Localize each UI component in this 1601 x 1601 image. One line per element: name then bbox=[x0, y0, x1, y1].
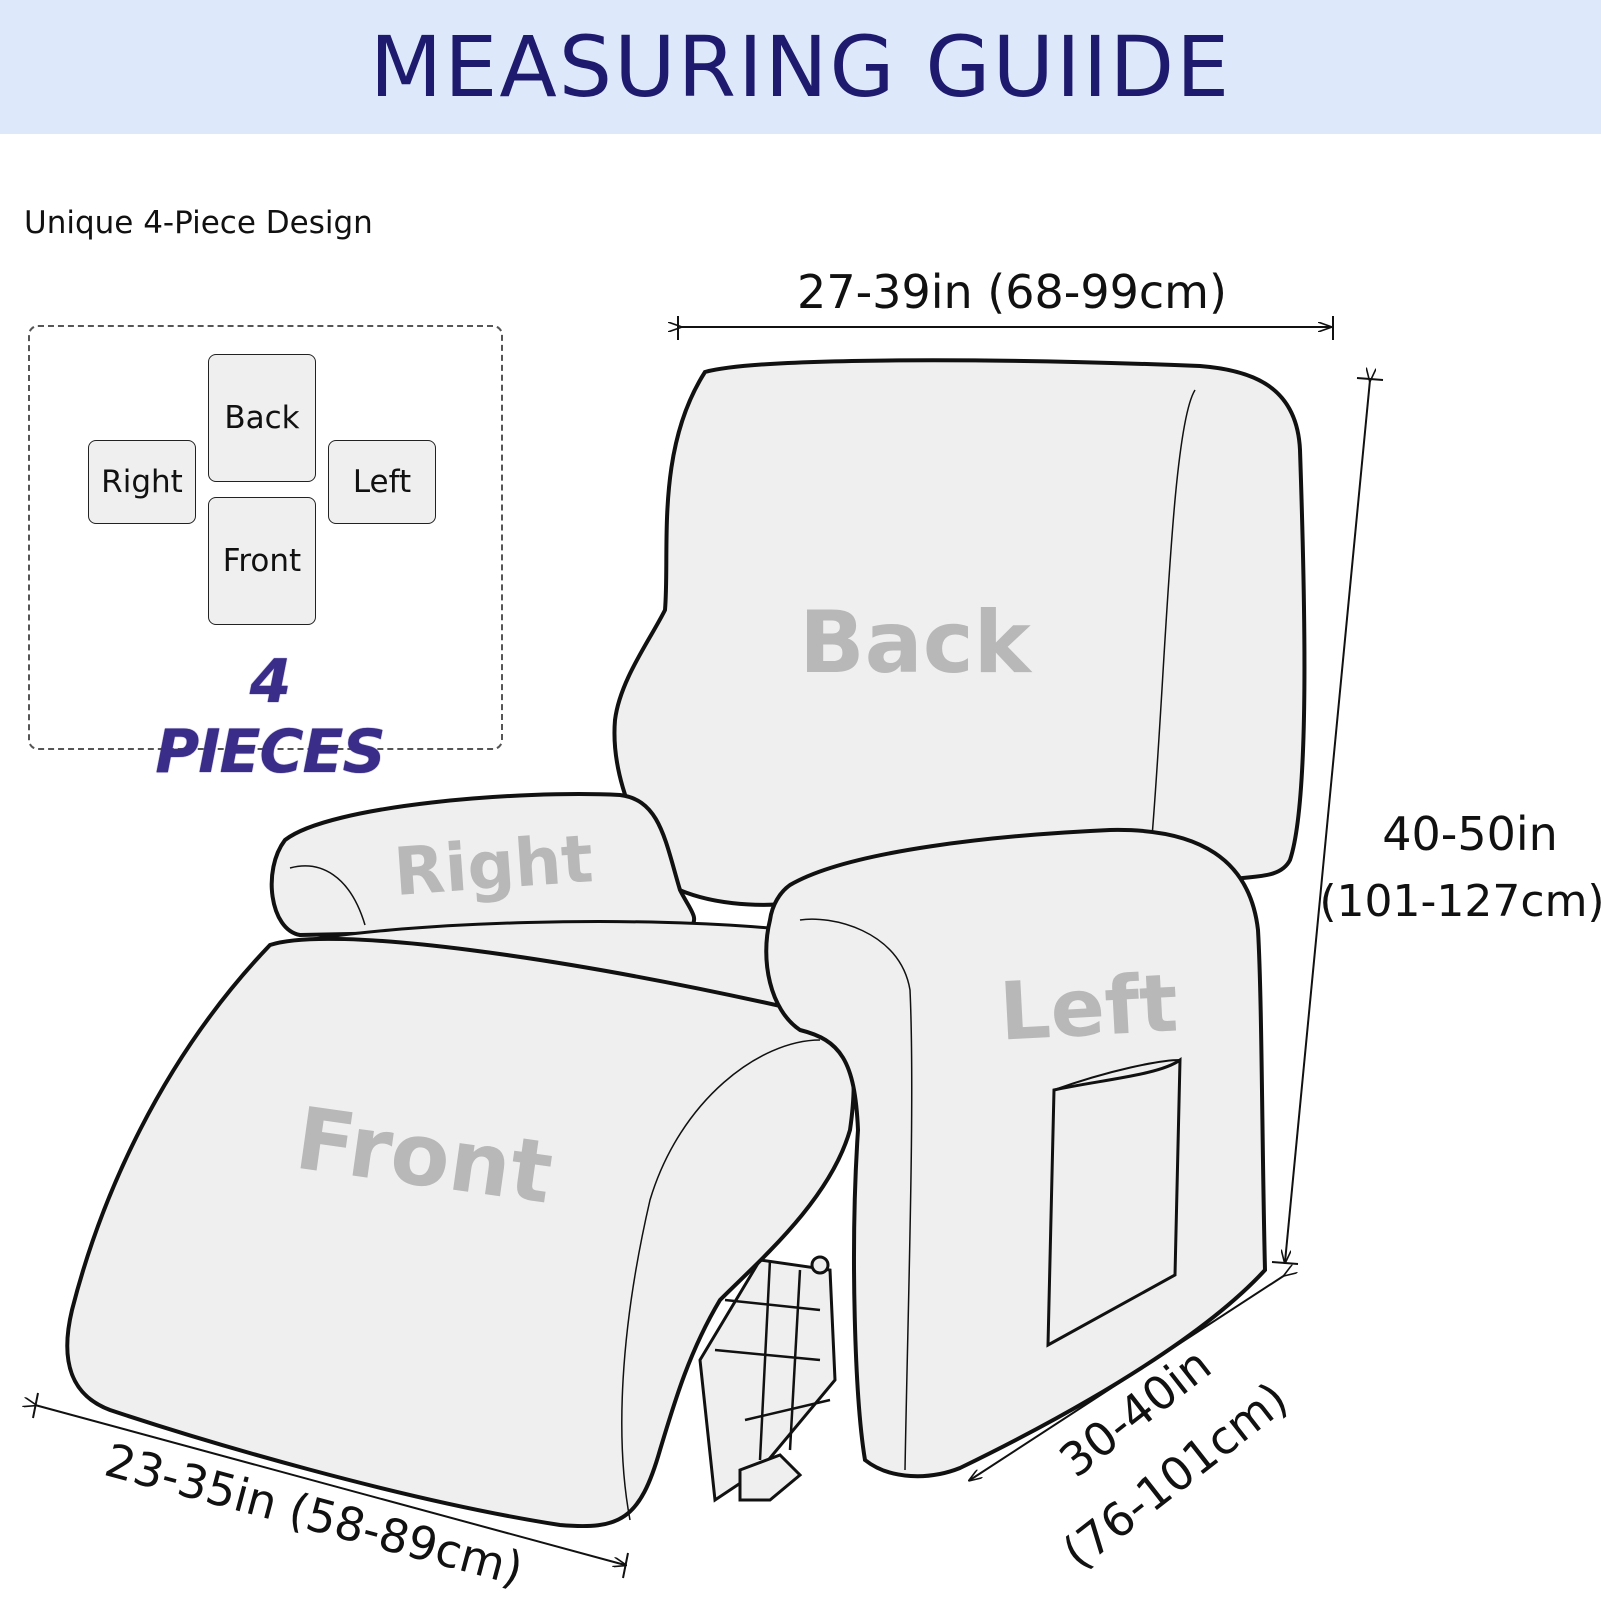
legend-piece-left: Left bbox=[328, 440, 436, 524]
chair-label-right: Right bbox=[391, 820, 595, 911]
recliner-mechanism bbox=[698, 1255, 837, 1503]
legend-piece-front: Front bbox=[208, 497, 316, 625]
chair-left-arm-inner bbox=[799, 918, 913, 1471]
design-subtitle: Unique 4-Piece Design bbox=[24, 205, 373, 241]
footrest-arrow bbox=[35, 1405, 625, 1565]
pieces-count-label: 4 PIECES bbox=[155, 647, 386, 787]
footrest-arrow-tick-left bbox=[32, 1392, 39, 1419]
depth-arrow bbox=[970, 1275, 1285, 1480]
height-arrow bbox=[1285, 380, 1370, 1262]
height-dimension-in: 40-50in bbox=[1382, 807, 1558, 861]
side-pocket-flap bbox=[1053, 1059, 1181, 1091]
height-arrow-tick-bottom bbox=[1271, 1261, 1299, 1265]
width-dimension: 27-39in (68-99cm) bbox=[797, 265, 1227, 319]
chair-label-left: Left bbox=[997, 956, 1180, 1058]
chair-back-fold bbox=[1149, 389, 1196, 861]
chair-right-arm-inner bbox=[289, 865, 366, 926]
chair-label-back: Back bbox=[799, 593, 1033, 693]
chair-right-arm bbox=[269, 792, 697, 938]
legend-piece-right: Right bbox=[88, 440, 196, 524]
height-dimension-cm: (101-127cm) bbox=[1319, 876, 1601, 927]
page-title: MEASURING GUIIDE bbox=[369, 18, 1232, 116]
footrest-arrow-tick-right bbox=[622, 1552, 629, 1579]
legend-piece-back: Back bbox=[208, 354, 316, 482]
pieces-legend: Back Right Left Front 4 PIECES bbox=[28, 325, 503, 787]
header-banner: MEASURING GUIIDE bbox=[0, 0, 1601, 134]
height-arrow-tick-top bbox=[1356, 377, 1384, 381]
